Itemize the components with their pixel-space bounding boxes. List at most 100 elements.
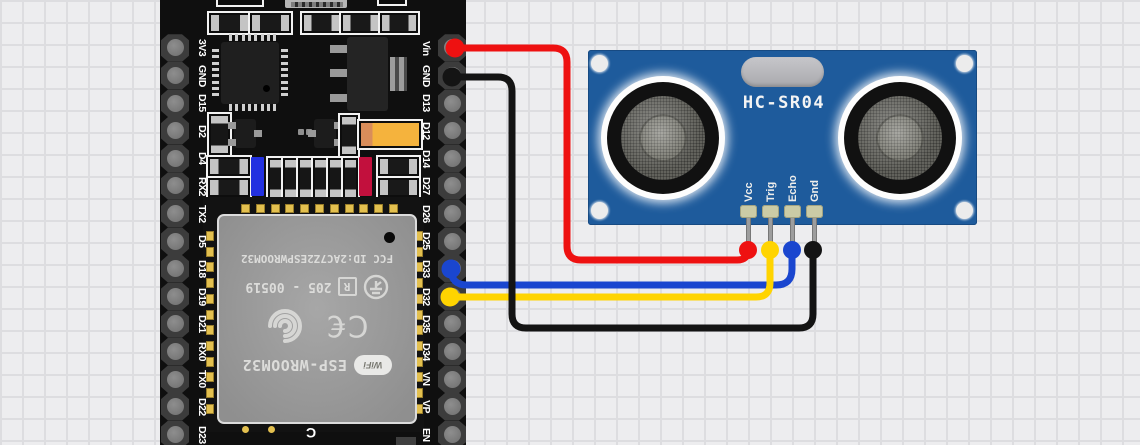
- resistor: [376, 155, 421, 178]
- pin-D22[interactable]: [161, 393, 189, 421]
- pin-D18[interactable]: [161, 255, 189, 283]
- pin-RX2[interactable]: [161, 172, 189, 200]
- chip-pin: [241, 104, 245, 111]
- cutoff-component-right: [377, 0, 407, 6]
- pin-VN[interactable]: [438, 365, 466, 393]
- pin-label-D27: D27: [420, 177, 432, 195]
- pin-label-D18: D18: [196, 259, 208, 278]
- pin-TX2[interactable]: [161, 199, 189, 228]
- pin-label-D15: D15: [196, 94, 208, 113]
- pin-D35[interactable]: [438, 310, 466, 338]
- pin-D26[interactable]: [438, 199, 466, 228]
- module-pad: [206, 356, 214, 367]
- pin-D14[interactable]: [438, 144, 466, 173]
- module-pad: [206, 278, 214, 289]
- mounting-hole: [956, 55, 973, 72]
- wire-end-echo[interactable]: [783, 241, 801, 259]
- pin-D34[interactable]: [438, 337, 466, 366]
- module-pad: [241, 204, 250, 213]
- mounting-hole: [956, 202, 973, 219]
- chip-pin: [281, 61, 288, 65]
- chip-pin: [254, 34, 258, 41]
- pin-label-D12: D12: [420, 121, 432, 140]
- pin-label-D33: D33: [420, 259, 432, 278]
- chip-pin: [212, 49, 219, 52]
- pin-D13[interactable]: [438, 89, 466, 117]
- pin-D5[interactable]: [161, 227, 189, 255]
- module-pad: [285, 204, 295, 213]
- wire-gnd-gnd[interactable]: [448, 73, 817, 332]
- wire-end-vcc[interactable]: [739, 241, 757, 259]
- pin-3V3[interactable]: [161, 34, 189, 62]
- ultrasonic-transducer-left: [607, 82, 719, 194]
- wire-end-vin[interactable]: [445, 38, 465, 58]
- pin-D23[interactable]: [161, 420, 189, 445]
- regulator-leg: [330, 94, 347, 102]
- module-pad: [415, 356, 423, 367]
- wire-end-d33[interactable]: [441, 259, 461, 279]
- pin-label-D14: D14: [420, 149, 432, 168]
- pin-label-TX0: TX0: [196, 370, 208, 389]
- pin-label-3V3: 3V3: [196, 39, 208, 57]
- pin-D21[interactable]: [161, 310, 189, 338]
- chip-pin: [212, 55, 219, 59]
- module-pad: [206, 325, 214, 336]
- module-pad: [206, 231, 214, 241]
- pin-label-D34: D34: [420, 342, 432, 361]
- pin-VP[interactable]: [438, 393, 466, 421]
- chip-pin: [235, 34, 239, 41]
- module-pad: [270, 204, 280, 213]
- sensor-pad-Vcc[interactable]: [740, 205, 757, 218]
- module-pad: [344, 204, 354, 213]
- pin-D15[interactable]: [161, 89, 189, 117]
- pin-D25[interactable]: [438, 227, 466, 255]
- chip-pin: [212, 61, 219, 65]
- blue-capacitor: [251, 157, 264, 196]
- module-pad: [329, 204, 339, 213]
- resistor: [378, 11, 420, 35]
- chip-pin: [229, 104, 232, 111]
- usb-uart-chip: [221, 42, 279, 104]
- resistor: [207, 112, 232, 157]
- module-pad: [415, 246, 423, 257]
- pin-D19[interactable]: [161, 282, 189, 311]
- pin-label-D23: D23: [196, 425, 208, 444]
- pin-D4[interactable]: [161, 144, 189, 173]
- wire-end-d32[interactable]: [440, 287, 460, 307]
- module-pad: [415, 388, 423, 398]
- wire-d32-trig[interactable]: [446, 246, 774, 301]
- pin-label-D4: D4: [196, 152, 208, 165]
- pin-label-D35: D35: [420, 315, 432, 333]
- module-silkscreen: WiFi ESP-WROOM32 C€: [219, 216, 415, 422]
- module-pad: [206, 246, 214, 257]
- chip-pin: [281, 86, 288, 90]
- wire-end-trig[interactable]: [761, 241, 779, 259]
- sensor-pad-Echo[interactable]: [784, 205, 801, 218]
- sensor-pad-Gnd[interactable]: [806, 205, 823, 218]
- pin-GND[interactable]: [161, 61, 189, 90]
- pin-D12[interactable]: [438, 117, 466, 145]
- pin-EN[interactable]: [438, 420, 466, 445]
- wire-end-gnd2[interactable]: [804, 241, 822, 259]
- bottom-component: [396, 437, 416, 445]
- pin-label-Vin: Vin: [420, 40, 432, 56]
- pin-TX0[interactable]: [161, 365, 189, 393]
- chip-pin: [247, 34, 251, 41]
- telec-mark-icon: [363, 274, 388, 300]
- sensor-pad-Trig[interactable]: [762, 205, 779, 218]
- pin-D2[interactable]: [161, 117, 189, 145]
- chip-pin: [212, 74, 219, 78]
- chip-pin: [281, 93, 288, 97]
- resistor: [248, 11, 293, 35]
- transistor: [314, 119, 336, 148]
- pin-label-D19: D19: [196, 287, 208, 306]
- pin-label-D5: D5: [196, 234, 208, 248]
- pin-label-D21: D21: [196, 315, 208, 333]
- wire-end-gnd[interactable]: [442, 67, 462, 87]
- pin-D27[interactable]: [438, 172, 466, 200]
- module-pad: [415, 278, 423, 289]
- pin-RX0[interactable]: [161, 337, 189, 366]
- module-shield: WiFi ESP-WROOM32 C€: [217, 214, 417, 424]
